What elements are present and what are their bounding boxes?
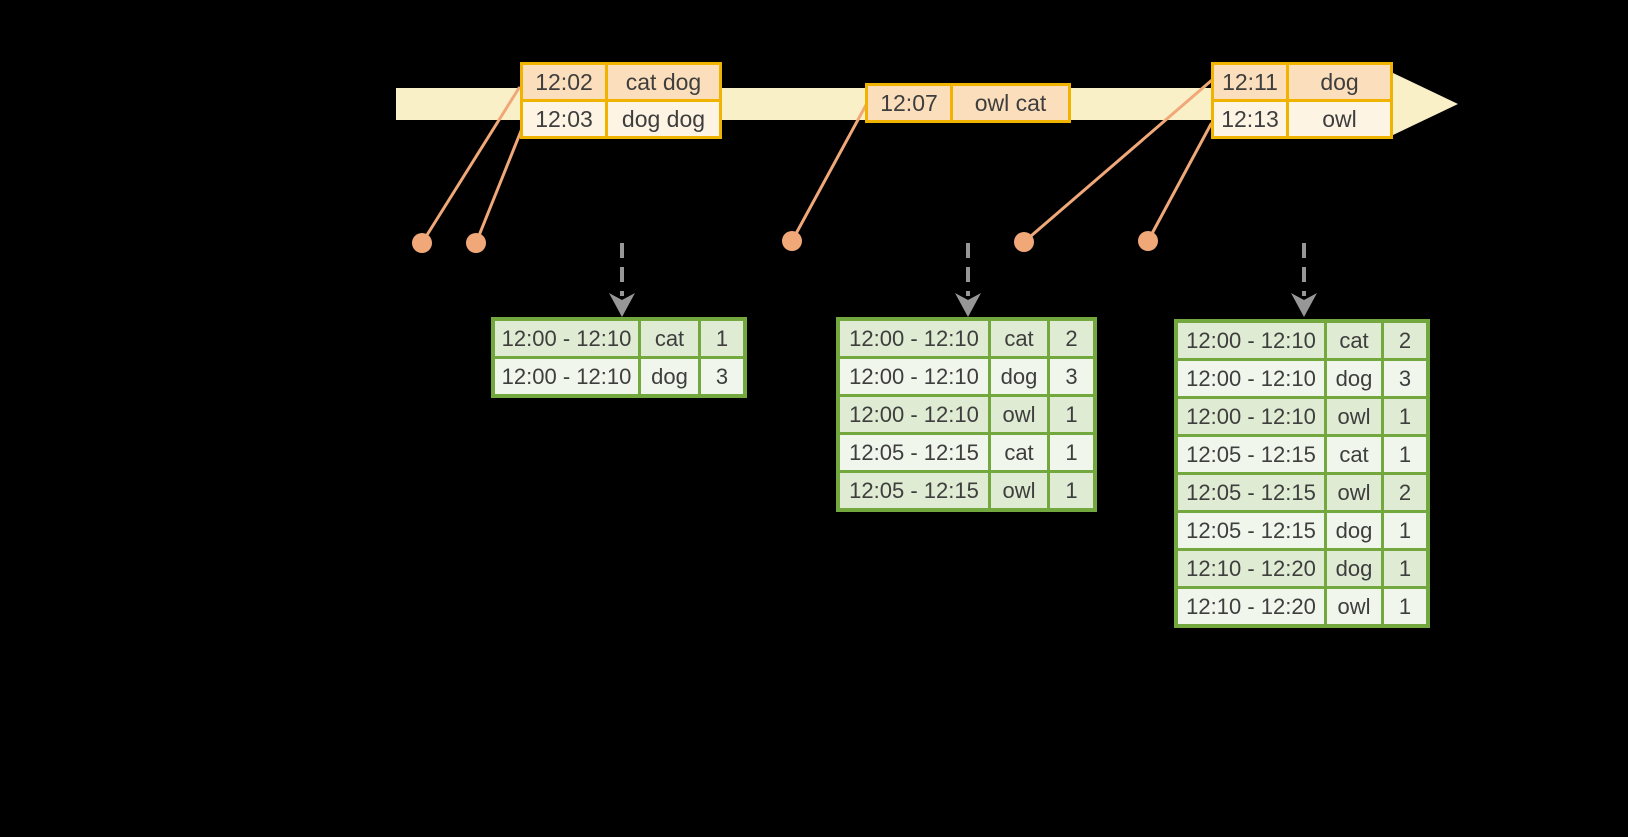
event-time: 12:02 [523, 65, 605, 99]
result-window: 12:05 - 12:15 [1178, 475, 1324, 510]
result-window: 12:00 - 12:10 [495, 321, 638, 356]
event-row: 12:07 owl cat [868, 86, 1068, 120]
result-window: 12:00 - 12:10 [1178, 323, 1324, 358]
result-row: 12:10 - 12:20 owl 1 [1178, 589, 1426, 624]
result-row: 12:05 - 12:15 owl 1 [840, 473, 1093, 508]
leader-line [420, 86, 521, 245]
result-count: 1 [1384, 589, 1426, 624]
result-row: 12:00 - 12:10 cat 2 [1178, 323, 1426, 358]
result-row: 12:00 - 12:10 cat 1 [495, 321, 743, 356]
result-window: 12:05 - 12:15 [840, 473, 988, 508]
event-row: 12:03 dog dog [523, 102, 719, 136]
leader-line [790, 103, 868, 243]
result-word: dog [1327, 361, 1381, 396]
result-row: 12:00 - 12:10 dog 3 [1178, 361, 1426, 396]
result-count: 1 [701, 321, 743, 356]
result-count: 1 [1384, 513, 1426, 548]
result-word: owl [991, 397, 1047, 432]
event-time: 12:11 [1214, 65, 1286, 99]
result-table: 12:00 - 12:10 cat 2 12:00 - 12:10 dog 3 … [1174, 319, 1430, 628]
result-count: 2 [1050, 321, 1093, 356]
trigger-arrow-icon [955, 243, 981, 317]
event-table: 12:11 dog 12:13 owl [1211, 62, 1393, 139]
result-word: dog [1327, 513, 1381, 548]
result-window: 12:00 - 12:10 [1178, 399, 1324, 434]
result-word: owl [1327, 399, 1381, 434]
result-row: 12:00 - 12:10 dog 3 [840, 359, 1093, 394]
event-table: 12:02 cat dog 12:03 dog dog [520, 62, 722, 139]
result-count: 2 [1384, 323, 1426, 358]
result-window: 12:00 - 12:10 [840, 321, 988, 356]
result-window: 12:00 - 12:10 [495, 359, 638, 394]
leader-line [1022, 78, 1214, 244]
result-count: 1 [1050, 435, 1093, 470]
result-row: 12:00 - 12:10 cat 2 [840, 321, 1093, 356]
result-count: 3 [1050, 359, 1093, 394]
trigger-arrow-icon [1291, 243, 1317, 317]
event-time: 12:13 [1214, 102, 1286, 136]
result-count: 3 [1384, 361, 1426, 396]
result-table: 12:00 - 12:10 cat 1 12:00 - 12:10 dog 3 [491, 317, 747, 398]
leader-line [474, 124, 525, 245]
result-row: 12:00 - 12:10 owl 1 [1178, 399, 1426, 434]
event-row: 12:13 owl [1214, 102, 1390, 136]
event-time: 12:07 [868, 86, 950, 120]
result-count: 1 [1384, 399, 1426, 434]
event-words: cat dog [608, 65, 719, 99]
result-window: 12:05 - 12:15 [1178, 513, 1324, 548]
result-window: 12:10 - 12:20 [1178, 551, 1324, 586]
event-words: dog dog [608, 102, 719, 136]
trigger-arrow-icon [609, 243, 635, 317]
result-window: 12:00 - 12:10 [1178, 361, 1324, 396]
result-row: 12:00 - 12:10 owl 1 [840, 397, 1093, 432]
result-word: cat [1327, 323, 1381, 358]
result-count: 2 [1384, 475, 1426, 510]
event-table: 12:07 owl cat [865, 83, 1071, 123]
result-row: 12:05 - 12:15 cat 1 [1178, 437, 1426, 472]
event-row: 12:02 cat dog [523, 65, 719, 99]
result-row: 12:00 - 12:10 dog 3 [495, 359, 743, 394]
result-window: 12:00 - 12:10 [840, 359, 988, 394]
event-time: 12:03 [523, 102, 605, 136]
result-count: 1 [1050, 473, 1093, 508]
result-count: 3 [701, 359, 743, 394]
result-word: dog [991, 359, 1047, 394]
result-word: owl [991, 473, 1047, 508]
result-window: 12:00 - 12:10 [840, 397, 988, 432]
result-row: 12:10 - 12:20 dog 1 [1178, 551, 1426, 586]
event-dot [466, 233, 486, 253]
result-row: 12:05 - 12:15 owl 2 [1178, 475, 1426, 510]
result-window: 12:05 - 12:15 [1178, 437, 1324, 472]
result-row: 12:05 - 12:15 dog 1 [1178, 513, 1426, 548]
event-dot [412, 233, 432, 253]
event-dot [782, 231, 802, 251]
result-word: dog [1327, 551, 1381, 586]
result-count: 1 [1384, 437, 1426, 472]
event-words: owl [1289, 102, 1390, 136]
result-word: cat [991, 435, 1047, 470]
result-word: cat [991, 321, 1047, 356]
event-words: owl cat [953, 86, 1068, 120]
result-window: 12:05 - 12:15 [840, 435, 988, 470]
leader-line [1146, 122, 1213, 243]
result-word: cat [1327, 437, 1381, 472]
event-words: dog [1289, 65, 1390, 99]
result-table: 12:00 - 12:10 cat 2 12:00 - 12:10 dog 3 … [836, 317, 1097, 512]
result-word: cat [641, 321, 698, 356]
result-word: dog [641, 359, 698, 394]
event-dot [1014, 232, 1034, 252]
result-count: 1 [1050, 397, 1093, 432]
result-row: 12:05 - 12:15 cat 1 [840, 435, 1093, 470]
result-window: 12:10 - 12:20 [1178, 589, 1324, 624]
result-word: owl [1327, 475, 1381, 510]
event-row: 12:11 dog [1214, 65, 1390, 99]
result-count: 1 [1384, 551, 1426, 586]
event-dot [1138, 231, 1158, 251]
result-word: owl [1327, 589, 1381, 624]
timeline-arrowhead-icon [1393, 73, 1458, 135]
